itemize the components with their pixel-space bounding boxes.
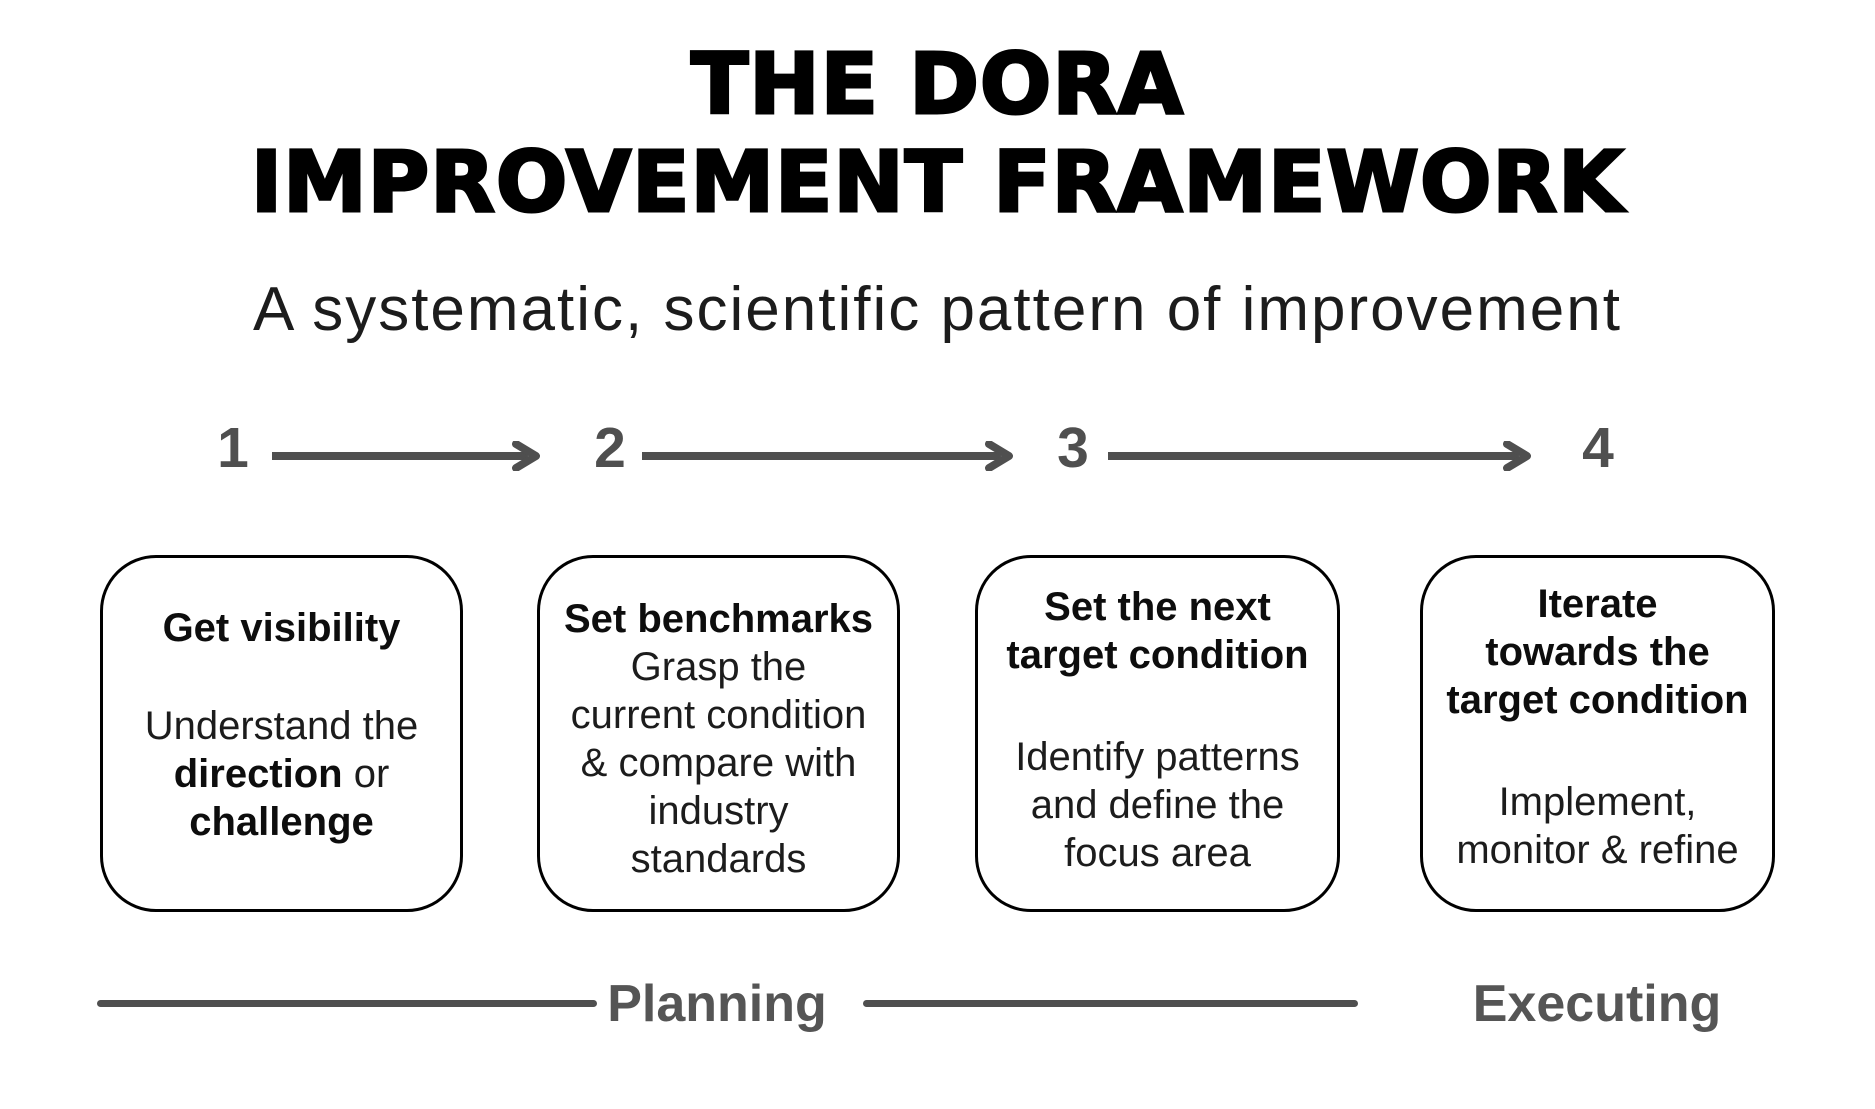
arrow-right-icon bbox=[642, 441, 1013, 471]
body-text-segment-bold: direction bbox=[173, 752, 343, 796]
step-card-get-visibility: Get visibility Understand the direction … bbox=[100, 555, 463, 912]
step-card-heading: Iterate towards the target condition bbox=[1446, 582, 1749, 722]
step-number-3: 3 bbox=[1057, 416, 1089, 480]
step-card-body: Implement, monitor & refine bbox=[1456, 780, 1739, 872]
phase-label-planning: Planning bbox=[607, 975, 827, 1033]
step-number-4: 4 bbox=[1582, 416, 1614, 480]
arrow-right-icon bbox=[272, 441, 540, 471]
body-text-segment: or bbox=[342, 752, 390, 796]
page-title-line-1: THE DORA bbox=[689, 35, 1185, 133]
step-card-body: Grasp the current condition & compare wi… bbox=[570, 645, 867, 881]
step-card-heading: Get visibility bbox=[162, 606, 401, 650]
body-text-segment-bold: challenge bbox=[189, 800, 374, 844]
step-card-body: Understand the direction or challenge bbox=[116, 702, 448, 846]
arrow-right-icon bbox=[1108, 441, 1531, 471]
body-text-segment: Understand the bbox=[144, 704, 419, 748]
step-card-heading: Set benchmarks bbox=[563, 597, 874, 641]
page-subtitle: A systematic, scientific pattern of impr… bbox=[253, 275, 1622, 344]
page-title-line-2: IMPROVEMENT FRAMEWORK bbox=[249, 133, 1625, 231]
phase-label-executing: Executing bbox=[1472, 975, 1722, 1033]
step-number-1: 1 bbox=[217, 416, 249, 480]
planning-divider-line-right bbox=[863, 1000, 1358, 1007]
step-card-set-next-target-condition: Set the next target condition Identify p… bbox=[975, 555, 1340, 912]
planning-divider-line-left bbox=[97, 1000, 597, 1007]
step-card-heading: Set the next target condition bbox=[1006, 585, 1309, 677]
step-card-set-benchmarks: Set benchmarks Grasp the current conditi… bbox=[537, 555, 900, 912]
step-number-2: 2 bbox=[594, 416, 626, 480]
step-card-iterate-towards-target: Iterate towards the target condition Imp… bbox=[1420, 555, 1775, 912]
step-card-body: Identify patterns and define the focus a… bbox=[1015, 735, 1300, 875]
